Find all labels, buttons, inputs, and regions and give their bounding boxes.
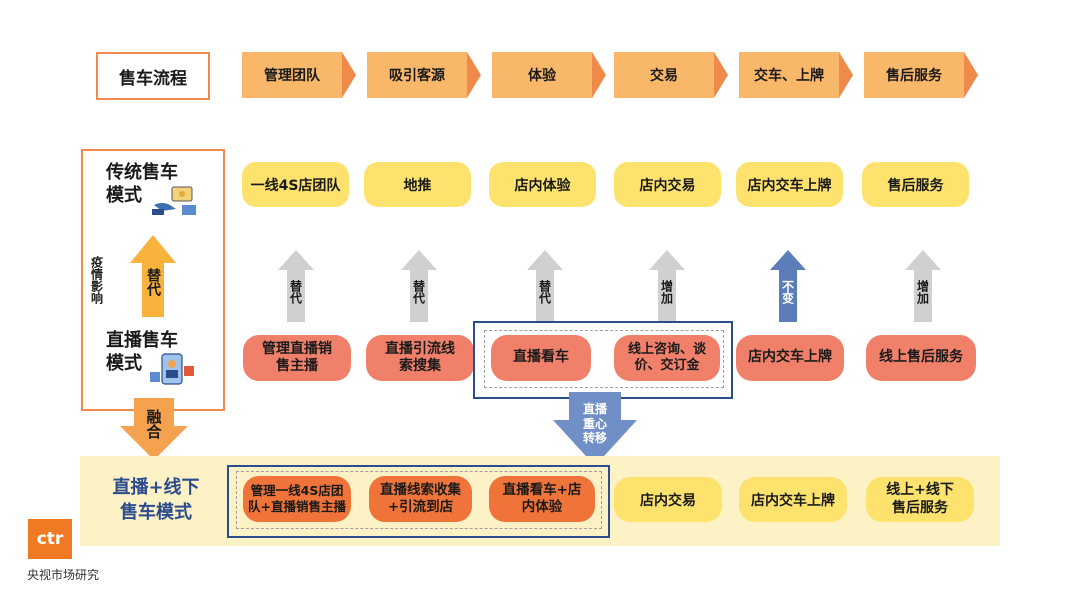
replace-up-arrow-label: 替代 bbox=[145, 268, 161, 296]
fusion-label: 融合 bbox=[144, 409, 163, 439]
combined-item-leads-to-store: 直播线索收集+引流到店 bbox=[369, 476, 472, 522]
traditional-mode-title: 传统售车 模式 bbox=[106, 162, 196, 212]
step-delivery-registration: 交车、上牌 bbox=[739, 52, 839, 98]
step-chevron-icon bbox=[964, 52, 978, 98]
relation-label-after-sales: 增加 bbox=[915, 280, 930, 304]
combined-item-after-sales: 线上+线下售后服务 bbox=[866, 477, 974, 522]
combined-item-team-anchors: 管理一线4S店团队+直播销售主播 bbox=[243, 476, 351, 522]
ctr-logo: ctr bbox=[28, 519, 72, 559]
live-item-lead-collection: 直播引流线索搜集 bbox=[366, 335, 474, 381]
live-mode-title: 直播售车 模式 bbox=[106, 330, 196, 380]
step-manage-team: 管理团队 bbox=[242, 52, 342, 98]
epidemic-impact-label: 疫情影响 bbox=[89, 256, 104, 304]
traditional-sales-illustration-icon bbox=[152, 186, 196, 215]
relation-label-transaction: 增加 bbox=[659, 280, 674, 304]
relation-label-delivery: 不变 bbox=[780, 280, 795, 304]
step-chevron-icon bbox=[467, 52, 481, 98]
step-chevron-icon bbox=[714, 52, 728, 98]
combined-item-store-transaction: 店内交易 bbox=[614, 477, 722, 522]
live-item-view-car: 直播看车 bbox=[491, 335, 591, 381]
step-attract-customers: 吸引客源 bbox=[367, 52, 467, 98]
relation-arrow-icon bbox=[401, 250, 437, 322]
relation-label-team: 替代 bbox=[288, 280, 303, 304]
process-header-label: 售车流程 bbox=[96, 52, 210, 100]
relation-arrow-icon bbox=[527, 250, 563, 322]
traditional-item-store-delivery: 店内交车上牌 bbox=[736, 162, 843, 207]
live-mode-title-line1: 直播售车 bbox=[106, 330, 178, 351]
combined-item-store-delivery: 店内交车上牌 bbox=[739, 477, 847, 522]
traditional-item-store-experience: 店内体验 bbox=[489, 162, 596, 207]
ctr-logo-text: ctr bbox=[36, 529, 64, 549]
combined-mode-title: 直播+线下 售车模式 bbox=[94, 470, 218, 530]
traditional-item-ground-promotion: 地推 bbox=[364, 162, 471, 207]
step-experience: 体验 bbox=[492, 52, 592, 98]
live-focus-shift-arrow-icon bbox=[553, 392, 637, 466]
live-item-online-consult: 线上咨询、谈价、交订金 bbox=[614, 335, 720, 381]
live-focus-shift-label: 直播重心转移 bbox=[582, 402, 607, 446]
combined-item-view-and-experience: 直播看车+店内体验 bbox=[489, 476, 595, 522]
step-chevron-icon bbox=[839, 52, 853, 98]
combined-dashed-frame bbox=[236, 471, 602, 529]
live-sales-illustration-icon bbox=[150, 353, 194, 385]
traditional-mode-title-line1: 传统售车 bbox=[106, 162, 178, 183]
relation-label-attract: 替代 bbox=[411, 280, 426, 304]
relation-arrow-icon bbox=[278, 250, 314, 322]
combined-mode-title-line1: 直播+线下 bbox=[112, 476, 200, 498]
live-focus-dashed-frame bbox=[484, 330, 724, 388]
traditional-mode-title-line2: 模式 bbox=[106, 184, 142, 206]
relation-arrow-icon bbox=[905, 250, 941, 322]
replace-up-arrow-icon bbox=[130, 235, 176, 317]
fusion-down-arrow-icon bbox=[120, 398, 188, 460]
step-chevron-icon bbox=[342, 52, 356, 98]
relation-arrow-icon bbox=[649, 250, 685, 322]
traditional-item-after-sales: 售后服务 bbox=[862, 162, 969, 207]
step-chevron-icon bbox=[592, 52, 606, 98]
step-transaction: 交易 bbox=[614, 52, 714, 98]
step-after-sales: 售后服务 bbox=[864, 52, 964, 98]
combined-focus-box bbox=[227, 465, 610, 538]
relation-label-experience: 替代 bbox=[537, 280, 552, 304]
traditional-item-4s-team: 一线4S店团队 bbox=[242, 162, 349, 207]
traditional-item-store-transaction: 店内交易 bbox=[614, 162, 721, 207]
combined-mode-title-line2: 售车模式 bbox=[120, 502, 192, 523]
live-item-store-delivery: 店内交车上牌 bbox=[736, 335, 844, 381]
relation-arrow-unchanged-icon bbox=[770, 250, 806, 322]
live-item-online-after-sales: 线上售后服务 bbox=[866, 335, 976, 381]
logo-caption: 央视市场研究 bbox=[27, 568, 100, 582]
live-mode-title-line2: 模式 bbox=[106, 352, 142, 374]
live-item-manage-anchors: 管理直播销售主播 bbox=[243, 335, 351, 381]
